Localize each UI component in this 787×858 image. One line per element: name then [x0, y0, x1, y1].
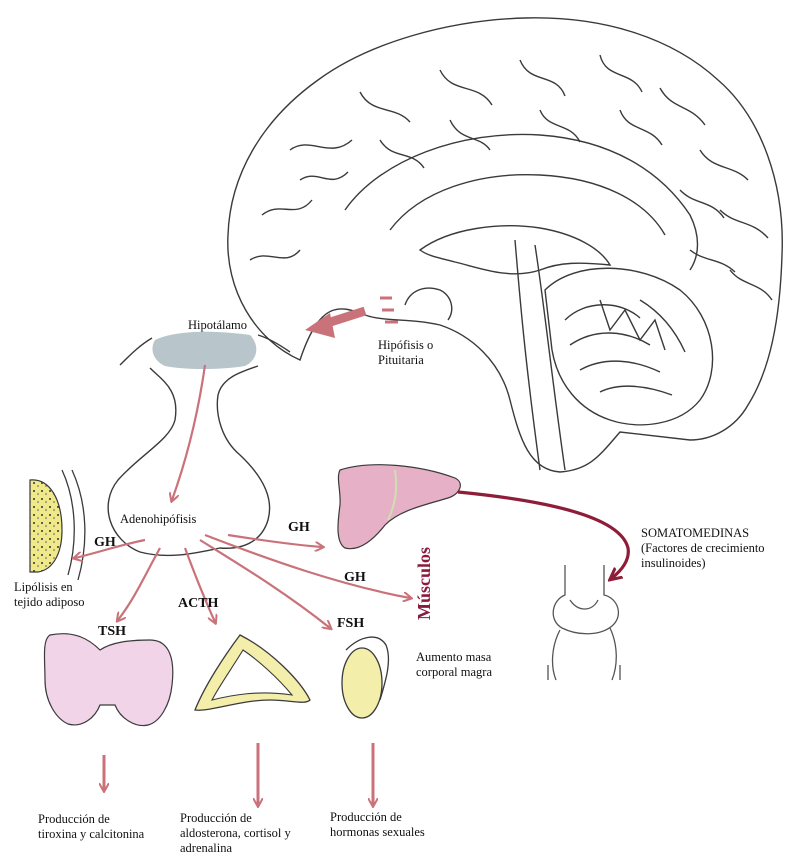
production-arrows [104, 743, 373, 805]
hypothalamus-to-adenohypophysis-arrow [172, 365, 205, 500]
label-lipolisis-line1: Lipólisis en [14, 580, 73, 594]
adrenal-gland-drawing [195, 635, 310, 710]
hormone-gh-liver: GH [288, 521, 310, 535]
thyroid-drawing [44, 634, 172, 726]
hormone-acth: ACTH [178, 597, 218, 611]
arrow-tsh-thyroid [118, 548, 160, 620]
pituitary-zoom-arrow-head [305, 313, 335, 338]
arrow-fsh-gonad [200, 540, 330, 628]
adipose-tissue-drawing [30, 470, 85, 580]
label-tiroxina-line2: tiroxina y calcitonina [38, 827, 144, 841]
label-somatomedinas-line2: (Factores de crecimiento [641, 541, 765, 555]
brain-illustration [228, 18, 782, 472]
label-aldosterona-line1: Producción de [180, 811, 252, 825]
label-musculos: Músculos [414, 547, 435, 620]
label-aldosterona-line2: aldosterona, cortisol y [180, 826, 291, 840]
hormone-fsh: FSH [337, 617, 364, 631]
hormone-gh-muscle: GH [344, 571, 366, 585]
hormone-tsh: TSH [98, 625, 126, 639]
label-hormonas-line1: Producción de [330, 810, 402, 824]
gonad-drawing [342, 637, 388, 718]
label-tiroxina-line1: Producción de [38, 812, 110, 826]
label-somatomedinas-line3: insulinoides) [641, 556, 706, 570]
knee-bone-drawing [548, 565, 620, 680]
label-aldosterona-line3: adrenalina [180, 841, 232, 855]
liver-drawing [338, 465, 460, 549]
label-aumento-line1: Aumento masa [416, 650, 491, 664]
label-hipotalamo: Hipotálamo [188, 318, 247, 332]
hormone-gh-adipose: GH [94, 536, 116, 550]
label-adenohipofisis: Adenohipófisis [120, 512, 196, 526]
label-aumento-line2: corporal magra [416, 665, 492, 679]
arrow-gh-liver [228, 535, 322, 547]
label-hipofisis-line2: Pituitaria [378, 353, 424, 367]
label-lipolisis-line2: tejido adiposo [14, 595, 84, 609]
label-hipofisis-line1: Hipófisis o [378, 338, 433, 352]
label-hormonas-line2: hormonas sexuales [330, 825, 425, 839]
label-somatomedinas-line1: SOMATOMEDINAS [641, 526, 749, 540]
liver-to-knee-arrow [458, 492, 628, 578]
arrow-gh-muscle [205, 535, 410, 598]
